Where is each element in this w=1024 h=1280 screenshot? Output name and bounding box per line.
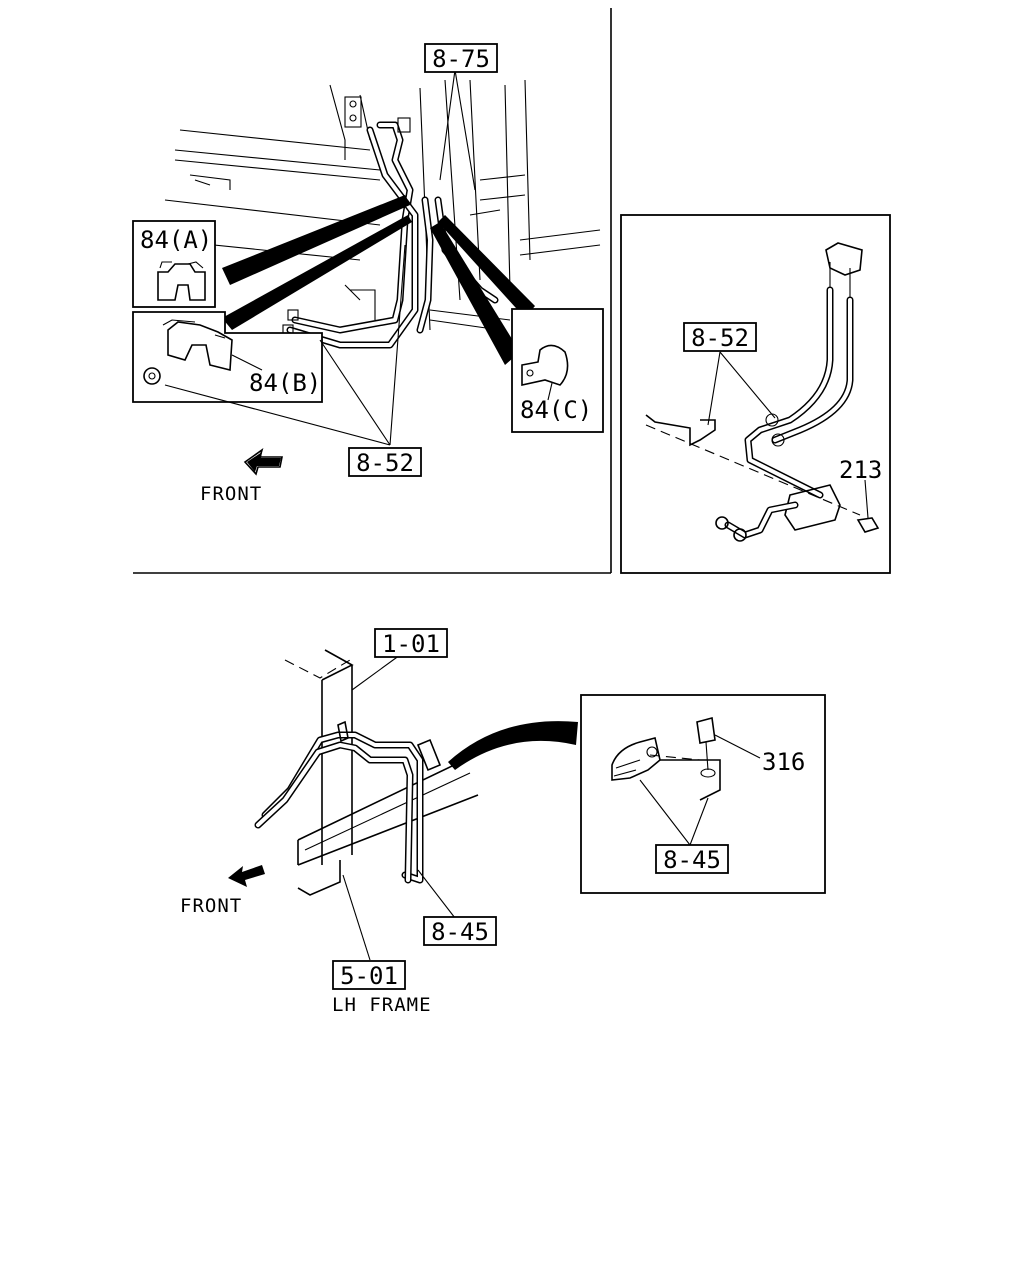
label-84a: 84(A)	[140, 226, 212, 254]
bottom-diagram: 1-01 8-45 5-01 LH FRAME FRONT	[180, 628, 578, 1016]
label-316: 316	[762, 748, 805, 776]
label-8-75: 8-75	[432, 45, 490, 73]
label-1-01: 1-01	[382, 630, 440, 658]
top-diagram: 8-75 84(A) 84(B) 84(C) 8-52 FRONT	[132, 8, 612, 574]
label-lh-frame: LH FRAME	[332, 994, 432, 1016]
label-front-top: FRONT	[200, 483, 262, 505]
label-front-bottom: FRONT	[180, 895, 242, 917]
bottom-inset: 316 8-45	[580, 694, 826, 894]
label-84b: 84(B)	[249, 369, 321, 397]
label-8-45-inset: 8-45	[663, 846, 721, 874]
label-84c: 84(C)	[520, 396, 592, 424]
right-inset: 8-52 213	[620, 214, 891, 574]
label-8-45-main: 8-45	[431, 918, 489, 946]
label-5-01: 5-01	[340, 962, 398, 990]
label-8-52-top: 8-52	[356, 449, 414, 477]
label-213: 213	[839, 456, 882, 484]
label-8-52-right: 8-52	[691, 324, 749, 352]
